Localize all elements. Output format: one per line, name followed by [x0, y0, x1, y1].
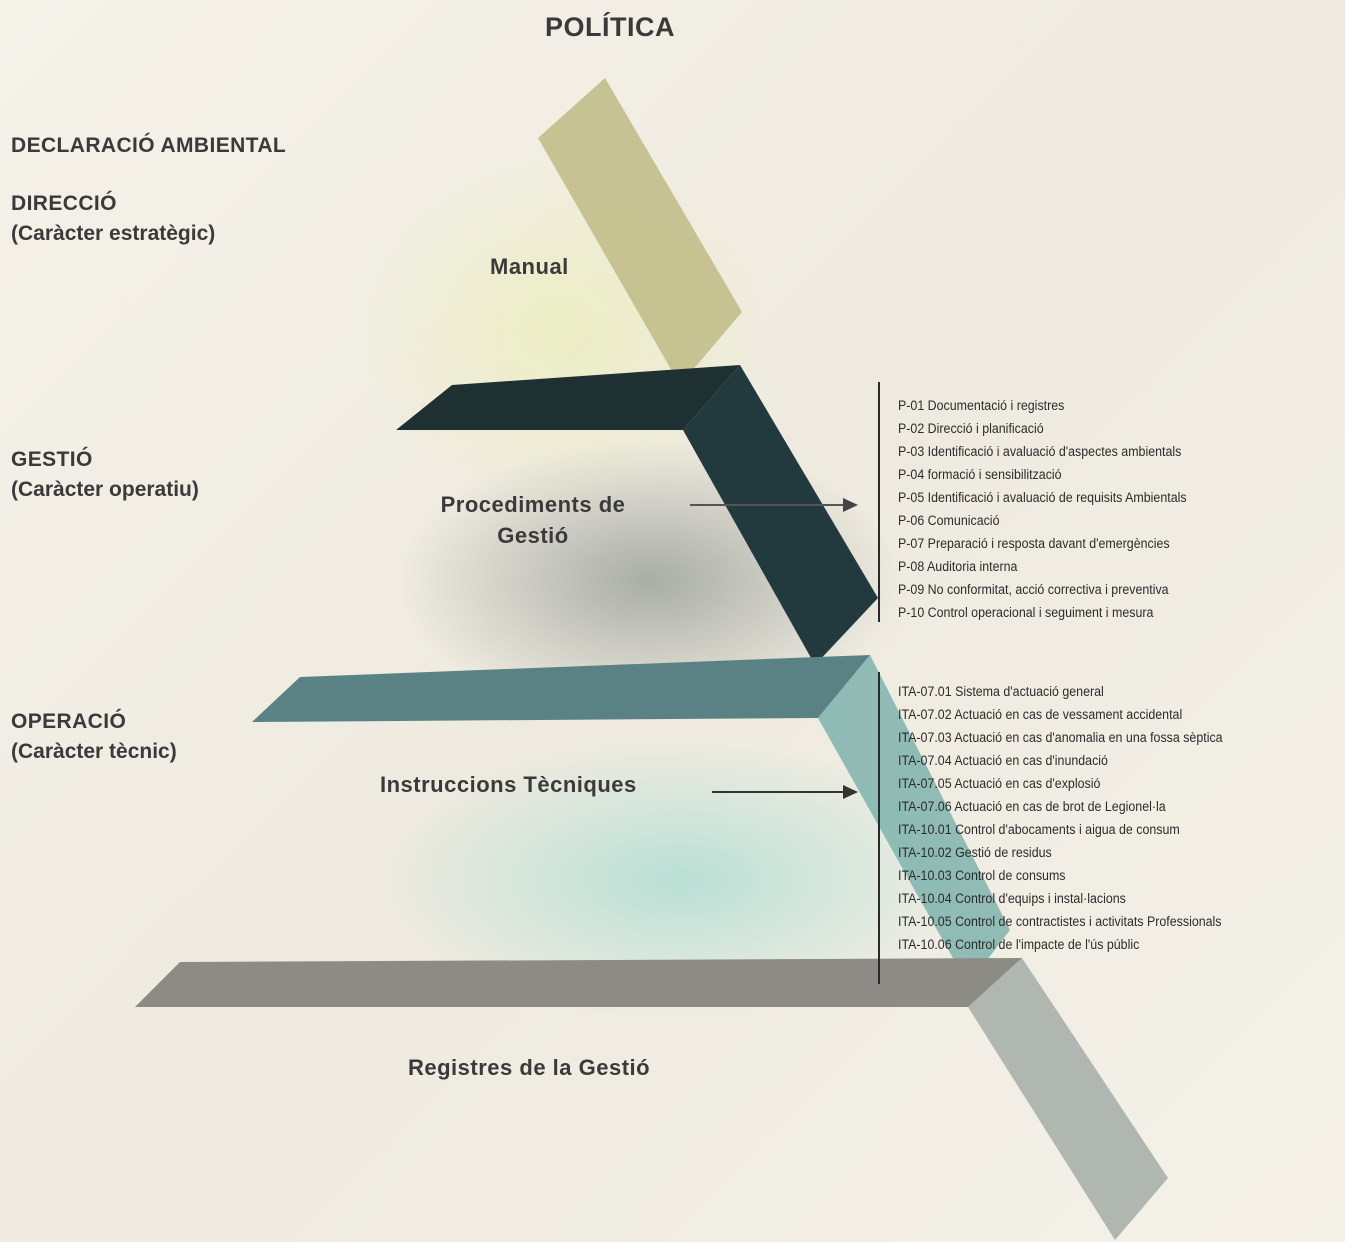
- procediment-item: P-02 Direcció i planificació: [898, 421, 1044, 436]
- manual-label: Manual: [490, 254, 569, 279]
- registres-block: [968, 958, 1168, 1240]
- procediments-label-line2: Gestió: [497, 523, 569, 548]
- operacio-label: OPERACIÓ: [11, 710, 127, 733]
- instruccio-item: ITA-10.06 Control de l'impacte de l'ús p…: [898, 937, 1140, 952]
- direccio-label: DIRECCIÓ: [11, 192, 117, 215]
- procediments-bracket-line: [878, 382, 880, 622]
- arrow-instruccions-head: [843, 785, 858, 799]
- instruccio-item: ITA-10.03 Control de consums: [898, 868, 1066, 883]
- instruccio-item: ITA-07.03 Actuació en cas d'anomalia en …: [898, 730, 1223, 745]
- diagram-title: POLÍTICA: [545, 12, 675, 42]
- instruccio-item: ITA-07.06 Actuació en cas de brot de Leg…: [898, 799, 1166, 814]
- procediment-item: P-06 Comunicació: [898, 513, 1000, 528]
- instruccio-item: ITA-10.01 Control d'abocaments i aigua d…: [898, 822, 1180, 837]
- procediment-item: P-09 No conformitat, acció correctiva i …: [898, 582, 1169, 597]
- procediment-item: P-07 Preparació i resposta davant d'emer…: [898, 536, 1170, 551]
- registres-label: Registres de la Gestió: [408, 1055, 651, 1080]
- declaracio-ambiental-label: DECLARACIÓ AMBIENTAL: [11, 134, 287, 157]
- instruccio-item: ITA-10.04 Control d'equips i instal·laci…: [898, 891, 1126, 906]
- instruccio-item: ITA-07.01 Sistema d'actuació general: [898, 684, 1104, 699]
- instruccions-shelf: [252, 655, 870, 722]
- direccio-sub-label: (Caràcter estratègic): [11, 222, 216, 245]
- gestio-label: GESTIÓ: [11, 448, 93, 471]
- procediment-item: P-08 Auditoria interna: [898, 559, 1018, 574]
- instruccions-label: Instruccions Tècniques: [380, 772, 637, 797]
- procediments-label-line1: Procediments de: [440, 492, 626, 517]
- gestio-sub-label: (Caràcter operatiu): [11, 478, 199, 501]
- instruccio-item: ITA-10.02 Gestió de residus: [898, 845, 1052, 860]
- procediment-item: P-03 Identificació i avaluació d'aspecte…: [898, 444, 1182, 459]
- procediments-block: [683, 365, 878, 665]
- operacio-sub-label: (Caràcter tècnic): [11, 740, 177, 763]
- procediment-item: P-01 Documentació i registres: [898, 398, 1065, 413]
- arrow-procediments-head: [843, 498, 858, 512]
- manual-block: [538, 78, 742, 385]
- procediment-item: P-10 Control operacional i seguiment i m…: [898, 605, 1154, 620]
- procediment-item: P-04 formació i sensibilització: [898, 467, 1062, 482]
- instruccions-bracket-line: [878, 672, 880, 984]
- registres-shelf: [135, 958, 1022, 1007]
- instruccio-item: ITA-07.02 Actuació en cas de vessament a…: [898, 707, 1183, 722]
- instruccio-item: ITA-10.05 Control de contractistes i act…: [898, 914, 1222, 929]
- procediment-item: P-05 Identificació i avaluació de requis…: [898, 490, 1187, 505]
- instruccio-item: ITA-07.04 Actuació en cas d'inundació: [898, 753, 1108, 768]
- procediments-shelf: [396, 365, 740, 430]
- instruccions-block: [818, 655, 1010, 985]
- instruccio-item: ITA-07.05 Actuació en cas d'explosió: [898, 776, 1101, 791]
